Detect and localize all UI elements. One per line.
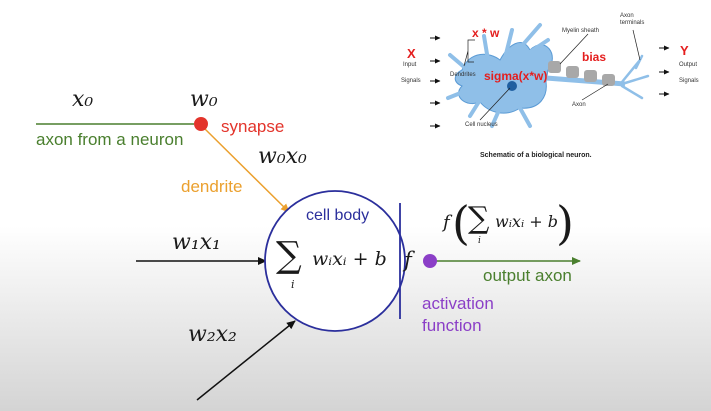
w0-label: w₀ xyxy=(190,89,218,111)
w0x0-label: w₀x₀ xyxy=(258,146,307,168)
output-f: f xyxy=(443,214,450,232)
w1x1-label: w₁x₁ xyxy=(172,232,221,254)
bio-signals-left-label: Signals xyxy=(401,78,421,84)
activation-label: activation xyxy=(422,295,494,312)
function-label: function xyxy=(422,317,482,334)
bio-axon-terminals-line1: Axon xyxy=(620,13,634,19)
output-sum-index: i xyxy=(478,237,481,246)
overlay-xw-label: x * w xyxy=(472,27,499,39)
bio-caption: Schematic of a biological neuron. xyxy=(480,152,592,159)
activation-dot xyxy=(423,254,437,268)
cell-body-label: cell body xyxy=(306,208,369,224)
bio-output-label: Output xyxy=(679,62,697,68)
synapse-dot xyxy=(194,117,208,131)
bio-signals-right-label: Signals xyxy=(679,78,699,84)
x0-label: x₀ xyxy=(72,89,93,111)
bio-y-label: Y xyxy=(680,44,689,57)
sum-symbol: ∑ xyxy=(276,238,302,274)
bio-input-label: Input xyxy=(403,62,416,68)
overlay-bias-label: bias xyxy=(582,51,606,63)
output-sum-body: wᵢxᵢ + b xyxy=(495,214,558,230)
activation-f: f xyxy=(404,250,412,271)
bio-dendrites-label: Dendrites xyxy=(450,72,476,78)
output-close-paren: ) xyxy=(556,200,574,246)
bio-axon-label: Axon xyxy=(572,102,586,108)
axon-from-neuron-label: axon from a neuron xyxy=(36,131,183,148)
output-axon-label: output axon xyxy=(483,267,572,284)
synapse-label: synapse xyxy=(221,118,284,135)
bio-x-label: X xyxy=(407,47,416,60)
w2x2-label: w₂x₂ xyxy=(188,324,237,346)
dendrite-label: dendrite xyxy=(181,178,242,195)
overlay-sigma-label: sigma(x*w) xyxy=(484,70,547,82)
sum-index: i xyxy=(291,279,295,290)
sum-body: wᵢxᵢ + b xyxy=(312,250,387,269)
bio-axon-terminals-line2: terminals xyxy=(620,20,644,26)
bio-myelin-sheath-label: Myelin sheath xyxy=(562,28,599,34)
output-sum-symbol: ∑ xyxy=(468,204,489,234)
bio-cell-nucleus-label: Cell nucleus xyxy=(465,122,498,128)
